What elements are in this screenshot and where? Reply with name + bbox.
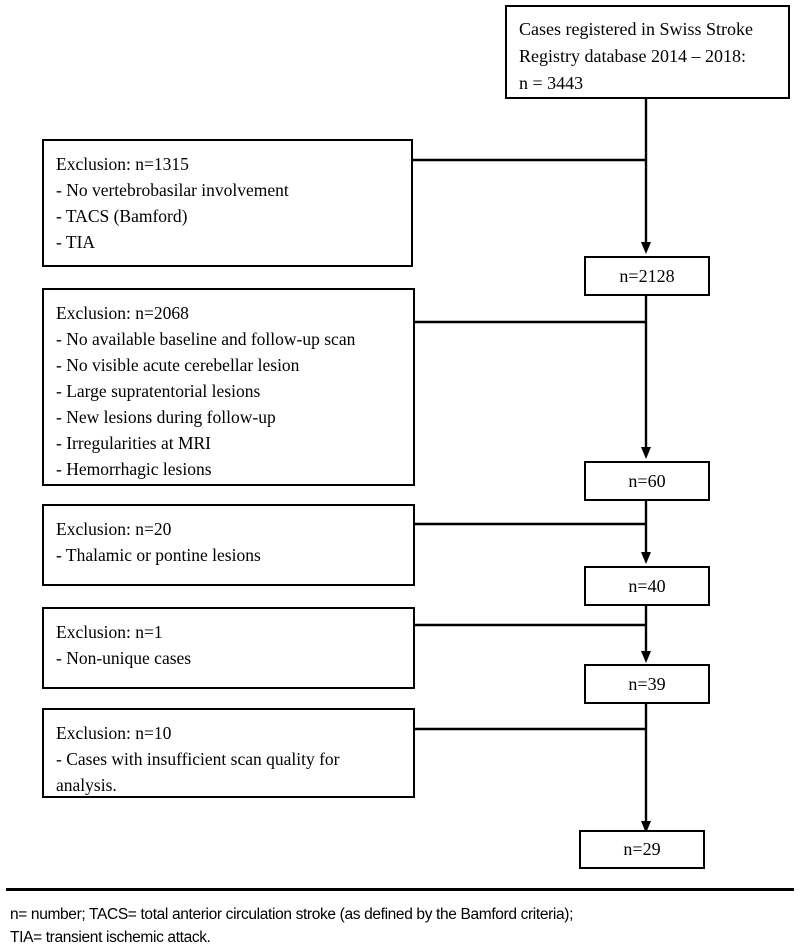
exclusion-4-header: Exclusion: n=1: [56, 622, 163, 642]
list-item: - Cases with insufficient scan quality f…: [56, 749, 340, 795]
list-item: - No vertebrobasilar involvement: [56, 180, 289, 200]
list-item: - No available baseline and follow-up sc…: [56, 329, 356, 349]
count-box-1: n=2128: [584, 256, 710, 296]
footnote-line-1: n= number; TACS= total anterior circulat…: [10, 906, 574, 923]
footnote-divider: [6, 888, 794, 891]
exclusion-1-list: - No vertebrobasilar involvement - TACS …: [56, 177, 411, 255]
count-box-5: n=29: [579, 830, 705, 869]
footnote-line-2: TIA= transient ischemic attack.: [10, 929, 211, 946]
exclusion-3-list: - Thalamic or pontine lesions: [56, 542, 413, 568]
list-item: - Thalamic or pontine lesions: [56, 545, 261, 565]
exclusion-box-1: Exclusion: n=1315 - No vertebrobasilar i…: [42, 139, 413, 267]
exclusion-box-5: Exclusion: n=10 - Cases with insufficien…: [42, 708, 415, 798]
count-box-2: n=60: [584, 461, 710, 501]
count-box-3-label: n=40: [628, 575, 666, 596]
list-item: - No visible acute cerebellar lesion: [56, 355, 300, 375]
exclusion-1-header: Exclusion: n=1315: [56, 154, 189, 174]
list-item: - Non-unique cases: [56, 648, 192, 668]
exclusion-box-4: Exclusion: n=1 - Non-unique cases: [42, 607, 415, 689]
count-box-4-label: n=39: [628, 673, 666, 694]
exclusion-2-list: - No available baseline and follow-up sc…: [56, 326, 413, 482]
list-item: - Hemorrhagic lesions: [56, 459, 212, 479]
exclusion-box-3: Exclusion: n=20 - Thalamic or pontine le…: [42, 504, 415, 586]
list-item: - New lesions during follow-up: [56, 407, 276, 427]
exclusion-2-header: Exclusion: n=2068: [56, 303, 189, 323]
exclusion-5-list: - Cases with insufficient scan quality f…: [56, 746, 413, 798]
exclusion-box-2: Exclusion: n=2068 - No available baselin…: [42, 288, 415, 486]
list-item: - Irregularities at MRI: [56, 433, 212, 453]
list-item: - Large supratentorial lesions: [56, 381, 261, 401]
source-box: Cases registered in Swiss Stroke Registr…: [505, 5, 790, 99]
source-line-2: Registry database 2014 – 2018:: [519, 46, 746, 66]
exclusion-4-list: - Non-unique cases: [56, 645, 413, 671]
count-box-2-label: n=60: [628, 470, 666, 491]
source-line-3: n = 3443: [519, 73, 584, 93]
source-line-1: Cases registered in Swiss Stroke: [519, 19, 753, 39]
count-box-5-label: n=29: [623, 839, 661, 859]
list-item: - TACS (Bamford): [56, 206, 188, 226]
count-box-3: n=40: [584, 566, 710, 606]
list-item: - TIA: [56, 232, 96, 252]
exclusion-3-header: Exclusion: n=20: [56, 519, 172, 539]
count-box-1-label: n=2128: [619, 265, 675, 286]
exclusion-5-header: Exclusion: n=10: [56, 723, 172, 743]
count-box-4: n=39: [584, 664, 710, 704]
